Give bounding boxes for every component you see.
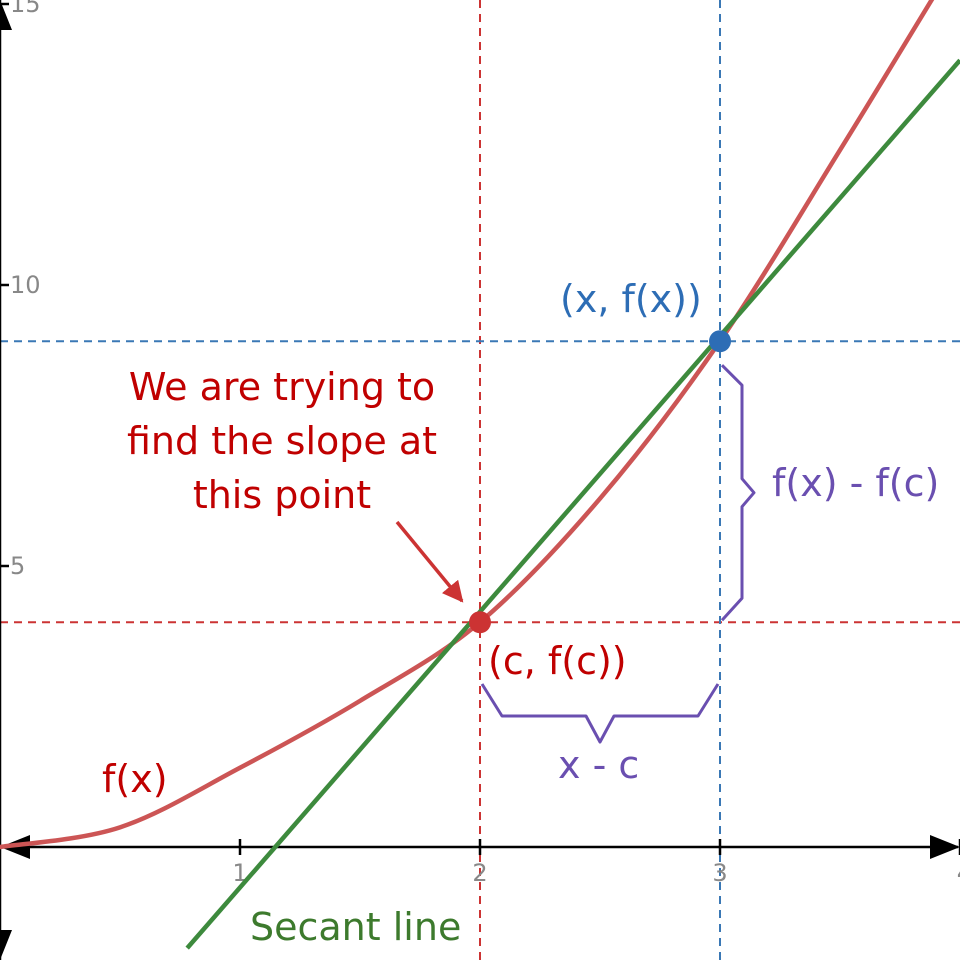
annotation-line: find the slope at [127, 419, 437, 463]
secant-label: Secant line [250, 905, 461, 949]
x-tick-label: 3 [712, 859, 727, 887]
x-axis-arrow-right-icon [930, 835, 960, 859]
annotation-text: We are trying to find the slope at this po… [127, 365, 437, 517]
point-c-label: (c, f(c)) [488, 639, 627, 683]
y-axis-arrow-down-icon [0, 930, 12, 960]
annotation-line: We are trying to [129, 365, 435, 409]
secant-line [185, 58, 960, 950]
x-tick-label: 2 [472, 859, 487, 887]
annotation-line: this point [193, 473, 371, 517]
pointer-arrow-icon [395, 520, 464, 603]
vertical-brace [720, 364, 756, 622]
curve-label: f(x) [102, 757, 168, 801]
x-tick-label: 4 [957, 859, 960, 887]
point-x-label: (x, f(x)) [560, 277, 702, 321]
point-c [469, 611, 491, 634]
curve-f-of-x [0, 0, 935, 850]
y-axis-arrow-up-icon [0, 0, 12, 30]
horizontal-brace-label: x - c [558, 743, 639, 787]
y-tick-label: 15 [10, 0, 41, 18]
point-x [709, 330, 731, 353]
y-tick-label: 5 [10, 552, 25, 580]
horizontal-brace [480, 683, 720, 744]
y-tick-label: 10 [10, 271, 41, 299]
x-ticks: 1234 [232, 839, 960, 887]
y-ticks: 5 10 15 [0, 0, 41, 580]
vertical-brace-label: f(x) - f(c) [772, 461, 939, 505]
